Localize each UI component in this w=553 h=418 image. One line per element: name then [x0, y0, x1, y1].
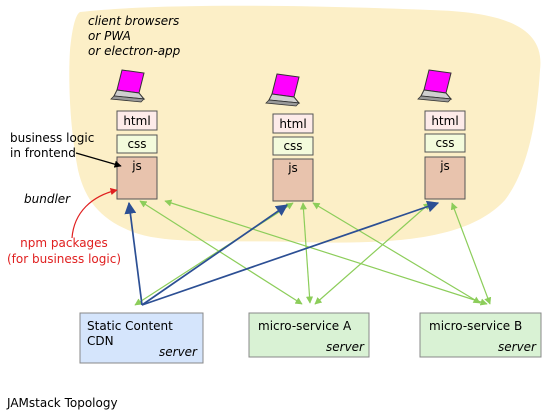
js-box [272, 158, 314, 202]
connector [124, 201, 143, 306]
laptop-icon [265, 73, 301, 107]
diagram-title: JAMstack Topology [6, 396, 118, 410]
cdn-title-line-1: Static Content [87, 319, 173, 333]
html-box [116, 110, 158, 131]
client-stack-1: html css js [110, 69, 158, 200]
connector [314, 202, 431, 305]
js-label: js [287, 161, 298, 175]
connector [141, 200, 440, 306]
cdn-server-box [79, 312, 204, 364]
cloud-caption-line-3: or electron-app [88, 44, 181, 58]
npm-packages-line-1: npm packages [20, 236, 108, 250]
micro-service-a-role-label: server [326, 340, 365, 354]
connector [141, 204, 288, 306]
npm-packages-line-2: (for business logic) [7, 252, 121, 266]
js-box [424, 156, 466, 200]
client-stack-3: html css js [417, 69, 466, 200]
micro-service-a-title: micro-service A [258, 319, 352, 333]
cdn-role-label: server [159, 345, 198, 359]
html-label: html [123, 114, 150, 128]
js-label: js [439, 159, 450, 173]
bundler-pointer [71, 188, 118, 239]
micro-service-b-box [419, 312, 542, 358]
css-box [424, 133, 466, 153]
connector [299, 202, 314, 304]
micro-service-b-role-label: server [498, 340, 537, 354]
cloud-caption-line-1: client browsers [88, 14, 179, 28]
css-box [272, 136, 314, 156]
css-box [116, 134, 158, 154]
css-label: css [127, 137, 146, 151]
js-label: js [131, 159, 142, 173]
cloud-caption-line-2: or PWA [88, 29, 131, 43]
html-label: html [431, 114, 458, 128]
laptop-icon [417, 69, 453, 103]
service-connections [134, 199, 492, 306]
js-box [116, 156, 158, 200]
micro-service-b-title: micro-service B [429, 319, 522, 333]
html-label: html [279, 117, 306, 131]
css-label: css [435, 136, 454, 150]
connector [450, 202, 492, 305]
cdn-connections [124, 200, 440, 306]
business-logic-note-line-1: business logic [10, 131, 94, 145]
css-label: css [283, 139, 302, 153]
micro-service-a-box [248, 312, 370, 358]
laptop-icon [110, 69, 146, 103]
cdn-title-line-2: CDN [87, 334, 114, 348]
bundler-label: bundler [24, 192, 71, 206]
business-logic-note-line-2: in frontend [10, 146, 76, 160]
html-box [272, 113, 314, 134]
client-stack-2: html css js [265, 73, 314, 202]
html-box [424, 110, 466, 131]
business-logic-pointer [75, 152, 122, 168]
